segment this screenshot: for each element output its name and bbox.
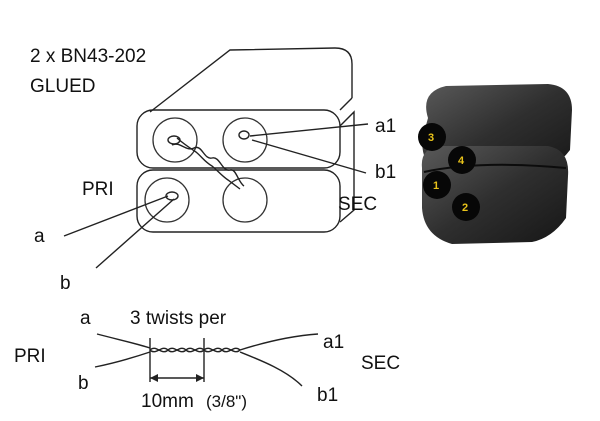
dimension-inch-label: (3/8")	[206, 392, 247, 411]
core-hole-lower-right	[222, 177, 268, 223]
label-twists-per: 3 twists per	[130, 308, 227, 329]
twist-lead-b1	[239, 351, 303, 387]
hole-number-1: 1	[433, 180, 439, 192]
core-hole-lower-left	[144, 177, 190, 223]
core-right-side	[339, 110, 355, 223]
title-glued: GLUED	[30, 76, 95, 97]
ferrite-hole-3	[418, 123, 446, 151]
dimension-arrowhead-left	[150, 374, 158, 382]
title-core-type: 2 x BN43-202	[30, 46, 146, 67]
twist-lead-a1	[239, 333, 319, 351]
ferrite-hole-4	[448, 146, 476, 174]
lead-a1-line	[249, 123, 369, 137]
label-b1-top: b1	[375, 162, 396, 183]
lead-a-line	[63, 195, 169, 237]
ferrite-core-photo: 3 4 1 2	[418, 84, 572, 244]
twisted-primary-wire	[171, 143, 245, 187]
core-top-side	[339, 97, 353, 111]
label-b1-bottom: b1	[317, 385, 338, 406]
core-upper-front-face	[136, 109, 341, 169]
twist-lead-b	[94, 351, 151, 368]
label-a1-top: a1	[375, 116, 396, 137]
label-a1-bottom: a1	[323, 332, 344, 353]
lead-b-line	[95, 198, 175, 269]
wire-loop-right	[238, 130, 250, 140]
dimension-mm-label: 10mm	[141, 391, 194, 412]
core-hole-upper-left	[152, 117, 198, 163]
core-hole-upper-right	[222, 117, 268, 163]
label-b-bottom: b	[78, 373, 89, 394]
dimension-arrowhead-right	[196, 374, 204, 382]
core-top-back-face	[149, 47, 353, 113]
ferrite-hole-2	[452, 193, 480, 221]
label-pri-bottom: PRI	[14, 346, 46, 367]
ferrite-glue-seam	[423, 163, 567, 173]
twist-lead-a	[96, 333, 151, 349]
core-lower-front-face	[136, 169, 341, 233]
wire-loop-upper	[167, 135, 181, 145]
label-a-bottom: a	[80, 308, 91, 329]
twisted-pair-detail	[94, 333, 319, 387]
label-a-top: a	[34, 226, 45, 247]
binocular-core-drawing	[136, 47, 355, 233]
label-sec-top: SEC	[338, 194, 377, 215]
lead-b1-line	[251, 139, 367, 174]
label-pri-top: PRI	[82, 179, 114, 200]
ferrite-hole-1	[423, 171, 451, 199]
twisted-pair-segment-2	[149, 347, 241, 353]
label-sec-bottom: SEC	[361, 353, 400, 374]
hole-number-2: 2	[462, 202, 468, 214]
label-b-top: b	[60, 273, 71, 294]
hole-number-3: 3	[428, 132, 434, 144]
hole-number-4: 4	[458, 155, 465, 167]
